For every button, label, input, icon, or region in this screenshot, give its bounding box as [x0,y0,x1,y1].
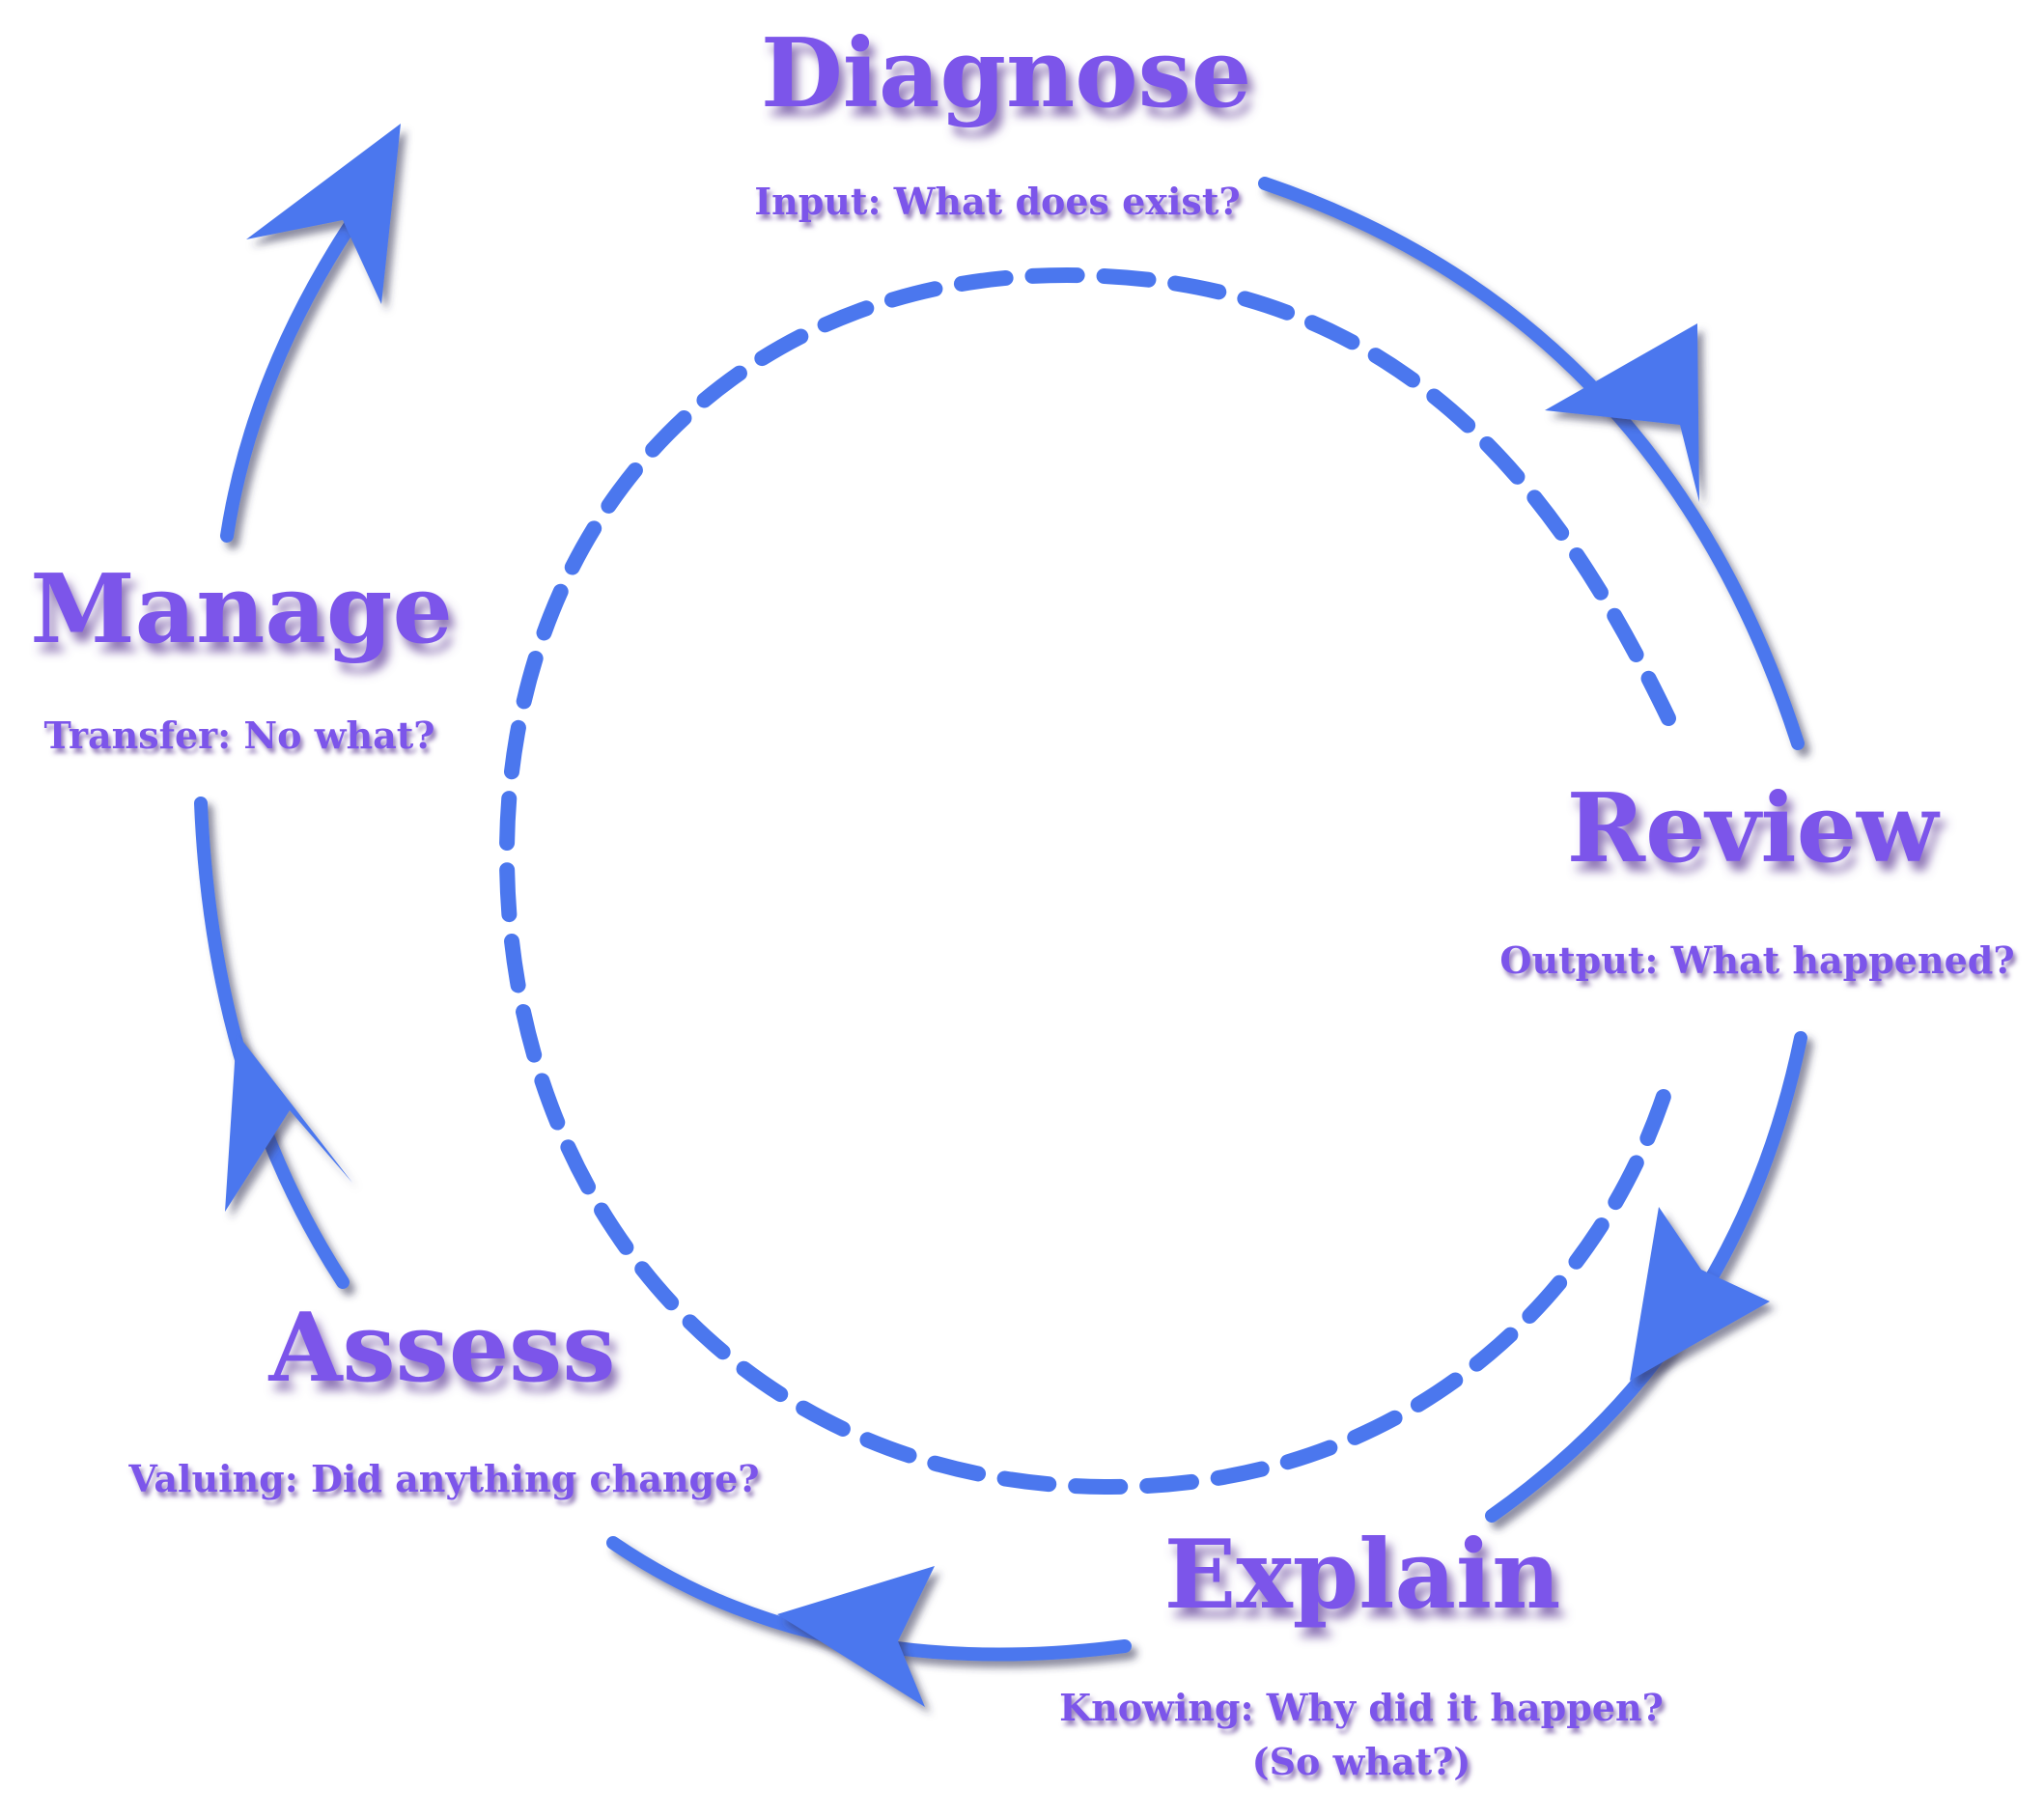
stage-diagnose: Diagnose Input: What does exist? [754,18,1251,223]
cycle-arrows [194,124,1807,1707]
arrow-assess-to-manage [194,797,350,1289]
dashed-ring-left [498,266,1676,1496]
arrow-review-to-explain [1485,1031,1807,1523]
stage-review: Review Output: What happened? [1499,773,2014,982]
stage-title-assess: Assess [267,1293,615,1404]
arrow-head-manage [225,1033,352,1212]
stage-subtitle-explain-line2: (So what?) [1252,1740,1471,1783]
arrow-head-explain [1630,1207,1770,1381]
stage-title-diagnose: Diagnose [761,18,1251,129]
arrow-head-diagnose [246,124,401,304]
stage-subtitle-assess: Valuing: Did anything change? [127,1457,759,1500]
dashed-inner-ring [498,266,1676,1496]
stage-subtitle-manage: Transfer: No what? [43,713,434,757]
stage-explain: Explain Knowing: Why did it happen? (So … [1059,1520,1664,1783]
arrow-diagnose-to-review [1258,177,1805,750]
stage-assess: Assess Valuing: Did anything change? [127,1293,759,1500]
stage-title-explain: Explain [1164,1520,1561,1631]
stage-title-review: Review [1567,773,1941,884]
stage-title-manage: Manage [30,554,453,665]
stage-manage: Manage Transfer: No what? [30,554,453,757]
stage-subtitle-explain-line1: Knowing: Why did it happen? [1059,1686,1664,1729]
stage-subtitle-diagnose: Input: What does exist? [754,180,1240,223]
stage-subtitle-review: Output: What happened? [1499,938,2014,982]
arrow-manage-to-diagnose [220,201,369,543]
arrow-head-review [1545,323,1699,502]
arrow-head-assess [777,1566,935,1707]
